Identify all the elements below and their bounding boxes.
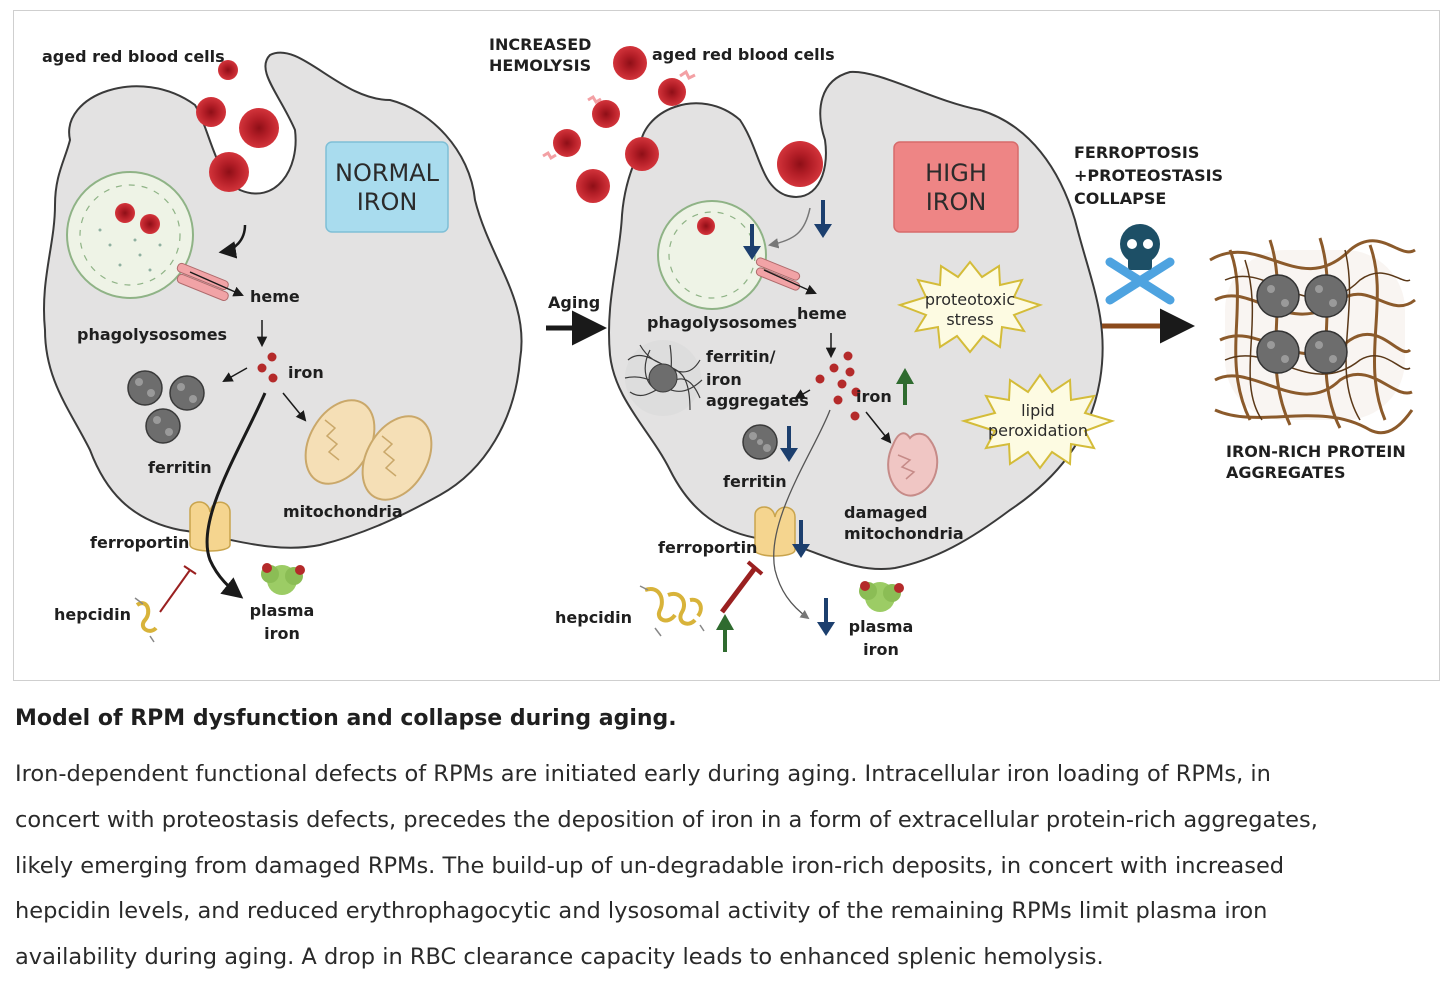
left-iron-to-ferritin-arrow [222, 367, 248, 383]
left-heme-label: heme [250, 287, 300, 306]
left-plasma-label-1: plasma [250, 601, 315, 620]
damaged-mitochondria-icon [887, 432, 939, 497]
caption-line: hepcidin levels, and reduced erythrophag… [15, 898, 1268, 925]
iron-to-mito-arrow [865, 411, 892, 444]
left-red-blood-cells [196, 60, 279, 192]
right-plasma-label-1: plasma [849, 617, 914, 636]
right-iron-dots [815, 351, 861, 421]
proteotoxic-text-1: proteotoxic [925, 290, 1015, 309]
rbc-uptake-down-arrow [814, 200, 832, 238]
right-heme-arrow [763, 269, 817, 295]
right-iron-export-arrow [773, 409, 831, 620]
high-iron-box: HIGH IRON [893, 141, 1019, 233]
left-plasma-label-2: iron [264, 624, 300, 643]
iron-to-aggregate-arrow [794, 389, 811, 400]
rpm-aging-diagram: aged red blood cells NORMAL IRON heme ph… [42, 35, 1416, 659]
left-ferroportin-label: ferroportin [90, 533, 189, 552]
aging-label: Aging [548, 293, 600, 312]
skull-crossbones-icon [1105, 224, 1175, 305]
proteotoxic-stress-burst: proteotoxic stress [896, 260, 1044, 354]
left-iron-to-mito-arrow [282, 392, 307, 422]
right-hepcidin-inhibit [720, 560, 764, 614]
right-ferroportin-label: ferroportin [658, 538, 757, 557]
right-engulf-arrow [767, 207, 811, 249]
normal-iron-line2: IRON [357, 188, 418, 216]
left-iron-label: iron [288, 363, 324, 382]
ferroportin-down-arrow [792, 520, 810, 558]
ferritin-aggregates-label-3: aggregates [706, 391, 809, 410]
ferritin-aggregates-label-2: iron [706, 370, 742, 389]
left-mitochondria-label: mitochondria [283, 502, 403, 521]
left-ferritin-label: ferritin [148, 458, 212, 477]
caption-line: likely emerging from damaged RPMs. The b… [15, 852, 1285, 879]
left-mitochondria-icon [304, 399, 433, 501]
left-phagolysosomes-label: phagolysosomes [77, 325, 227, 344]
damaged-mito-label-2: mitochondria [844, 524, 964, 543]
caption-line: concert with proteostasis defects, prece… [15, 806, 1318, 833]
caption-line: availability during aging. A drop in RBC… [15, 944, 1104, 971]
iron-rich-aggregates-icon [1209, 237, 1416, 434]
left-phagolysosome [66, 171, 194, 299]
lipid-peroxidation-burst: lipid peroxidation [960, 373, 1116, 470]
left-heme-arrow [189, 271, 244, 297]
right-phagolysosomes-label: phagolysosomes [647, 313, 797, 332]
hepcidin-up-arrow [716, 614, 734, 652]
right-ferritin-label: ferritin [723, 472, 787, 491]
ferritin-aggregates-label-1: ferritin/ [706, 347, 776, 366]
right-ferritin-icon [742, 424, 778, 460]
caption-body: Iron-dependent functional defects of RPM… [15, 752, 1440, 981]
left-rbc-label: aged red blood cells [42, 47, 225, 66]
lysosome-down-arrow [743, 224, 761, 260]
right-phagolysosome [657, 200, 767, 310]
right-plasma-iron-icon [859, 581, 904, 612]
left-hepcidin-label: hepcidin [54, 605, 131, 624]
ferritin-aggregate-icon [624, 340, 703, 416]
left-engulf-arrow [218, 224, 247, 259]
caption-line: Iron-dependent functional defects of RPM… [15, 761, 1271, 787]
right-hepcidin-icon [639, 585, 705, 637]
left-plasma-iron-icon [261, 563, 305, 595]
caption-title: Model of RPM dysfunction and collapse du… [15, 706, 677, 731]
right-iron-label: iron [856, 387, 892, 406]
plasma-iron-down-arrow [817, 598, 835, 636]
right-ferroportin-icon [754, 506, 796, 557]
ferroptosis-label-2: +PROTEOSTASIS [1074, 166, 1223, 185]
left-iron-export-arrow [205, 392, 267, 599]
right-rbc-label: aged red blood cells [652, 45, 835, 64]
right-red-blood-cells [542, 46, 823, 203]
lipid-text-2: peroxidation [988, 421, 1088, 440]
iron-up-arrow [896, 368, 914, 405]
right-plasma-label-2: iron [863, 640, 899, 659]
proteotoxic-text-2: stress [946, 310, 993, 329]
right-hepcidin-label: hepcidin [555, 608, 632, 627]
normal-iron-box: NORMAL IRON [325, 141, 449, 233]
right-heme-transporter [755, 257, 801, 291]
ferroptosis-label-1: FERROPTOSIS [1074, 143, 1199, 162]
left-ferritin-icon [127, 370, 205, 444]
left-hepcidin-icon [134, 597, 158, 643]
ferroptosis-label-3: COLLAPSE [1074, 189, 1166, 208]
aggregates-label-1: IRON-RICH PROTEIN [1226, 442, 1406, 461]
left-iron-dots [257, 352, 278, 383]
right-heme-label: heme [797, 304, 847, 323]
damaged-mito-label-1: damaged [844, 503, 927, 522]
lipid-text-1: lipid [1021, 401, 1055, 420]
hemolysis-label-2: HEMOLYSIS [489, 56, 591, 75]
high-iron-line1: HIGH [925, 159, 987, 187]
ferritin-down-arrow [780, 426, 798, 462]
normal-iron-line1: NORMAL [335, 159, 440, 187]
aggregates-label-2: AGGREGATES [1226, 463, 1346, 482]
left-hepcidin-inhibit-line [159, 569, 191, 613]
hemolysis-label-1: INCREASED [489, 35, 591, 54]
high-iron-line2: IRON [926, 188, 987, 216]
